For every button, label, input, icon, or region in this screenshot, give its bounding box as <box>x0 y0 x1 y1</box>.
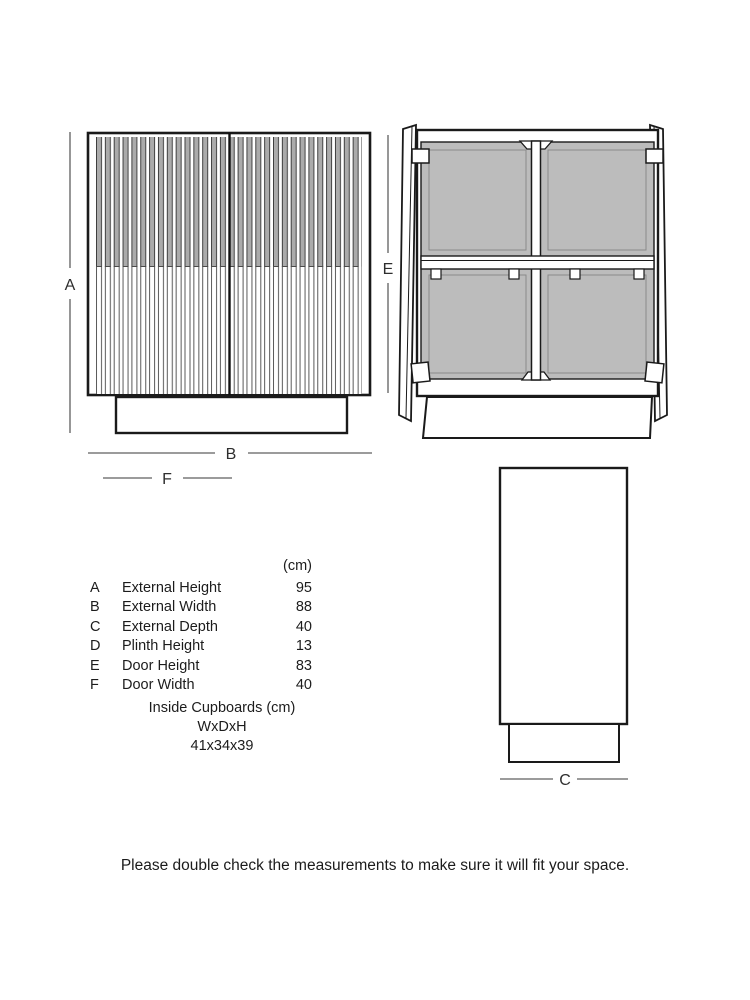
hinge-top-left <box>411 148 430 164</box>
row-name: Door Width <box>122 677 195 694</box>
row-value: 95 <box>295 580 312 597</box>
open-plinth <box>421 396 654 439</box>
row-key: C <box>90 618 101 635</box>
fit-warning-note: Please double check the measurements to … <box>120 857 630 874</box>
row-value: 13 <box>295 638 312 655</box>
middle-shelf <box>420 255 655 270</box>
side-view-diagram: C <box>498 466 629 789</box>
compartment-outlines <box>428 149 647 374</box>
table-row: B External Width 88 <box>90 598 312 617</box>
open-view-diagram: E <box>383 123 668 439</box>
front-plinth <box>114 395 349 435</box>
row-key: F <box>90 677 99 694</box>
dimension-label-f: F <box>162 471 172 488</box>
row-name: External Depth <box>122 618 218 635</box>
row-value: 88 <box>295 599 312 616</box>
row-key: D <box>90 638 101 655</box>
hinge-top-right <box>645 148 664 164</box>
row-key: B <box>90 599 100 616</box>
side-body <box>498 466 629 726</box>
dimension-label-b: B <box>226 446 237 463</box>
table-row: C External Depth 40 <box>90 617 312 636</box>
inside-cupboards-title: Inside Cupboards (cm) <box>148 700 296 716</box>
row-key: A <box>90 580 100 597</box>
row-value: 40 <box>295 677 312 694</box>
table-row: D Plinth Height 13 <box>90 637 312 656</box>
left-open-door <box>398 123 417 423</box>
side-plinth <box>508 723 620 763</box>
inside-cupboards-block: Inside Cupboards (cm) WxDxH 41x34x39 <box>90 699 354 756</box>
dimension-label-a: A <box>65 277 76 294</box>
row-name: External Height <box>122 580 222 597</box>
table-unit-row: (cm) <box>90 556 312 575</box>
table-row: F Door Width 40 <box>90 675 312 694</box>
hinge-bottom-left <box>410 361 431 384</box>
inside-cupboards-format: WxDxH <box>197 719 247 735</box>
row-value: 40 <box>295 618 312 635</box>
dimension-label-e: E <box>383 261 394 278</box>
row-name: Door Height <box>122 657 200 674</box>
row-value: 83 <box>295 657 312 674</box>
inside-cupboards-value: 41x34x39 <box>190 738 254 754</box>
front-view-diagram: A B F <box>65 131 372 488</box>
row-name: External Width <box>122 599 217 616</box>
hinges <box>410 148 665 384</box>
unit-header: (cm) <box>283 557 312 574</box>
dimension-label-c: C <box>559 772 571 789</box>
measurements-table: (cm) A External Height 95 B External Wid… <box>90 556 312 695</box>
hinge-bottom-right <box>644 361 665 384</box>
shelf-support-clips <box>430 268 645 280</box>
table-row: A External Height 95 <box>90 578 312 597</box>
row-key: E <box>90 657 100 674</box>
table-row: E Door Height 83 <box>90 656 312 675</box>
row-name: Plinth Height <box>122 638 205 655</box>
